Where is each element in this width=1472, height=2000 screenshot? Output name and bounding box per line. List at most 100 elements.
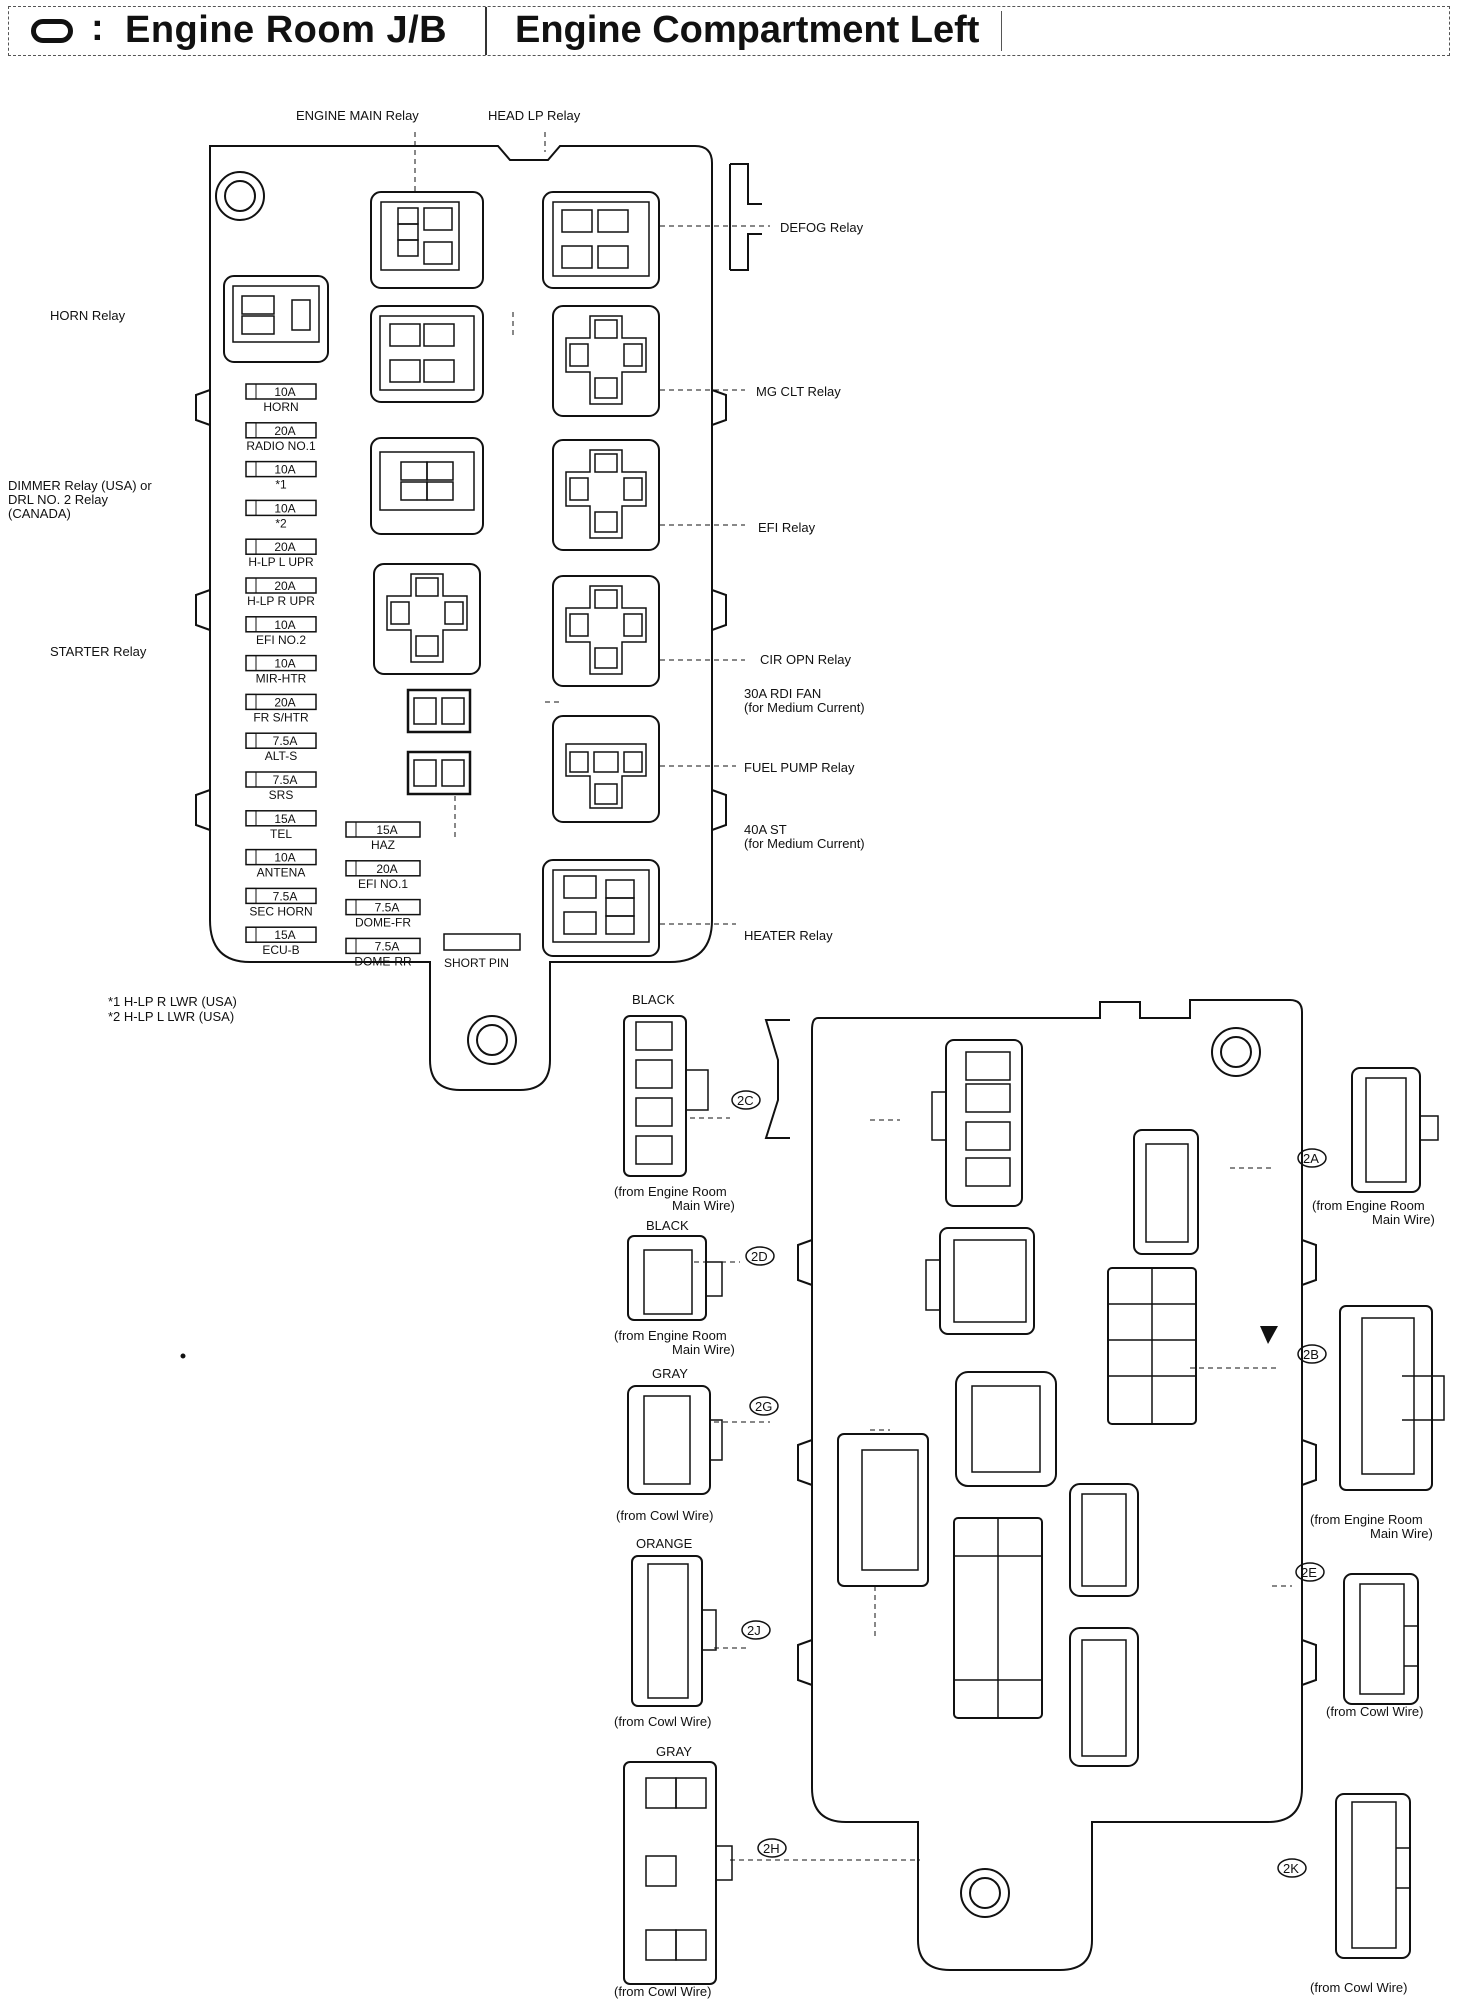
relay-mid-left-1: [370, 305, 484, 403]
label-engine-main-relay: ENGINE MAIN Relay: [296, 108, 419, 123]
color-2h: GRAY: [656, 1744, 692, 1759]
label-starter-relay: STARTER Relay: [50, 644, 147, 659]
connector-2k: [1277, 1793, 1411, 1959]
source-2a-line2: Main Wire): [1372, 1212, 1435, 1227]
connector-2c: [623, 1015, 761, 1177]
left-fuse-tab: [245, 616, 257, 633]
source-2b-line2: Main Wire): [1370, 1526, 1433, 1541]
source-2e: (from Cowl Wire): [1326, 1704, 1424, 1719]
left-fuse-rating: 10A: [274, 501, 295, 515]
label-heater-relay: HEATER Relay: [744, 928, 833, 943]
left-fuse-tab: [245, 887, 257, 904]
left-fuse-name: TEL: [270, 827, 292, 841]
left-fuse-rating: 10A: [274, 618, 295, 632]
short-pin-slot: [443, 933, 521, 951]
upper-leader-lines: [414, 132, 770, 925]
left-fuse-rating: 10A: [274, 463, 295, 477]
left-fuse-tab: [245, 538, 257, 555]
left-fuse-name: ANTENA: [257, 866, 306, 880]
color-2d: BLACK: [646, 1218, 689, 1233]
label-fuel-pump-relay: FUEL PUMP Relay: [744, 760, 855, 775]
relay-efi: [552, 439, 660, 551]
label-short-pin: SHORT PIN: [444, 956, 509, 970]
right-fuse-name: DOME-FR: [355, 916, 411, 930]
relay-dimmer: [370, 437, 484, 535]
lower-junction-block: [764, 999, 1317, 1971]
left-fuse-rating: 20A: [274, 695, 295, 709]
arrow-mark-icon: [1260, 1326, 1278, 1344]
title-divider: [485, 7, 487, 55]
source-2j: (from Cowl Wire): [614, 1714, 712, 1729]
connector-2g: [627, 1385, 779, 1495]
connector-2e: [1295, 1562, 1419, 1705]
left-fuse-name: ECU-B: [262, 943, 299, 957]
code-2h: 2H: [763, 1841, 780, 1856]
left-fuse-tab: [245, 810, 257, 827]
left-fuse-tab: [245, 693, 257, 710]
label-st: 40A ST: [744, 822, 787, 837]
source-2g: (from Cowl Wire): [616, 1508, 714, 1523]
code-2b: 2B: [1303, 1347, 1319, 1362]
label-mg-clt-relay: MG CLT Relay: [756, 384, 841, 399]
left-fuse-name: SRS: [269, 788, 294, 802]
left-fuse-rating: 7.5A: [273, 734, 298, 748]
footnote-2: *2 H-LP L LWR (USA): [108, 1009, 234, 1024]
label-dimmer-line3: (CANADA): [8, 506, 71, 521]
labels: ENGINE MAIN Relay HEAD LP Relay DEFOG Re…: [8, 108, 1435, 1999]
label-horn-relay: HORN Relay: [50, 308, 126, 323]
left-fuse-rating: 15A: [274, 928, 295, 942]
source-2h: (from Cowl Wire): [614, 1984, 712, 1999]
connector-symbol-icon: [31, 19, 73, 43]
right-fuse-tab: [345, 821, 357, 838]
connector-2d: [627, 1235, 775, 1321]
left-fuse-tab: [245, 732, 257, 749]
left-fuse-name: H-LP L UPR: [248, 555, 314, 569]
left-fuse-tab: [245, 849, 257, 866]
label-st-note: (for Medium Current): [744, 836, 865, 851]
title-end-divider: [1001, 11, 1002, 51]
footnote-1: *1 H-LP R LWR (USA): [108, 994, 237, 1009]
source-2k: (from Cowl Wire): [1310, 1980, 1408, 1995]
connector-2a: [1297, 1067, 1439, 1193]
relay-mg-clt: [552, 305, 660, 417]
label-dimmer-line1: DIMMER Relay (USA) or: [8, 478, 152, 493]
upper-junction-block: [195, 145, 762, 1091]
relay-starter: [373, 563, 481, 675]
relay-head-lp: [542, 191, 660, 289]
left-fuse-tab: [245, 771, 257, 788]
label-defog-relay: DEFOG Relay: [780, 220, 864, 235]
label-cir-opn-relay: CIR OPN Relay: [760, 652, 852, 667]
socket-2b-receptacle: [1107, 1267, 1197, 1425]
left-fuse-rating: 7.5A: [273, 889, 298, 903]
left-fuse-tab: [245, 655, 257, 672]
left-fuse-name: FR S/HTR: [253, 710, 309, 724]
label-rdi-fan-note: (for Medium Current): [744, 700, 865, 715]
right-fuse-tab: [345, 899, 357, 916]
code-2e: 2E: [1301, 1565, 1317, 1580]
source-2d-line2: Main Wire): [672, 1342, 735, 1357]
title-right: Engine Compartment Left: [515, 9, 980, 51]
right-fuse-tab: [345, 860, 357, 877]
left-fuse-tab: [245, 461, 257, 478]
left-fuse-name: *2: [275, 516, 287, 530]
socket-2e-receptacle: [1069, 1483, 1139, 1597]
code-2a: 2A: [1303, 1151, 1319, 1166]
lower-leader-lines: [690, 1117, 1292, 1861]
right-fuse-name: DOME-RR: [354, 954, 412, 968]
color-2j: ORANGE: [636, 1536, 693, 1551]
left-fuse-name: ALT-S: [265, 749, 297, 763]
left-fuse-name: RADIO NO.1: [246, 439, 316, 453]
medium-fuse-st: [406, 750, 472, 796]
code-2k: 2K: [1283, 1861, 1299, 1876]
socket-2a-receptacle: [1133, 1129, 1199, 1255]
left-fuse-name: H-LP R UPR: [247, 594, 315, 608]
source-2d-line1: (from Engine Room: [614, 1328, 727, 1343]
label-head-lp-relay: HEAD LP Relay: [488, 108, 581, 123]
label-rdi-fan: 30A RDI FAN: [744, 686, 821, 701]
connector-2b: [1297, 1305, 1445, 1491]
left-fuse-rating: 10A: [274, 385, 295, 399]
code-2c: 2C: [737, 1093, 754, 1108]
source-2c-line1: (from Engine Room: [614, 1184, 727, 1199]
code-2j: 2J: [747, 1623, 761, 1638]
